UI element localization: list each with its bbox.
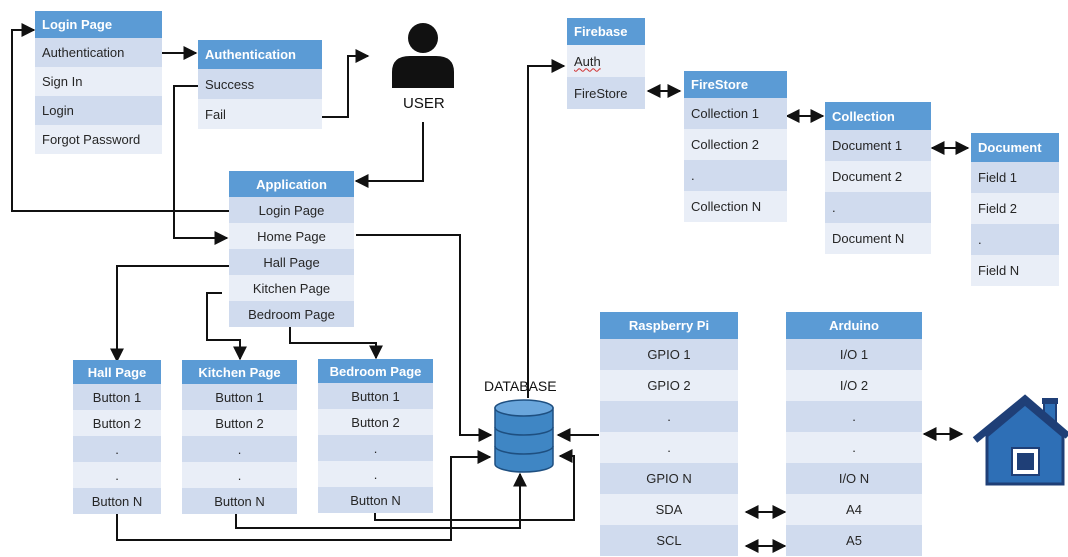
- bedroom-row-button-n: Button N: [318, 487, 433, 513]
- auth-row-success: Success: [198, 69, 322, 99]
- firestore-row-collection-n: Collection N: [684, 191, 787, 222]
- firebase-auth-text: Auth: [574, 53, 601, 69]
- arduino-row-io-2: I/O 2: [786, 370, 922, 401]
- firestore-row-collection-2: Collection 2: [684, 129, 787, 160]
- rpi-row-dot-1: .: [600, 401, 738, 432]
- firestore-row-collection-1: Collection 1: [684, 98, 787, 129]
- authentication-table: Authentication Success Fail: [198, 40, 322, 129]
- arduino-row-io-n: I/O N: [786, 463, 922, 494]
- login-row-forgot-password: Forgot Password: [35, 125, 162, 154]
- connector-fail-to-user: [322, 49, 370, 118]
- user-icon: [388, 20, 458, 90]
- connector-user-to-application: [354, 122, 424, 188]
- bedroom-page-table: Bedroom Page Button 1 Button 2 . . Butto…: [318, 359, 433, 513]
- bedroom-row-button-2: Button 2: [318, 409, 433, 435]
- connector-bedroom-to-database: [374, 449, 575, 521]
- connector-app-kitchen-to-kitchen: [206, 292, 247, 361]
- connector-database-to-firebase: [527, 59, 566, 398]
- connector-app-bedroom-to-bedroom: [289, 327, 383, 360]
- kitchen-row-dot-2: .: [182, 462, 297, 488]
- arduino-row-a5: A5: [786, 525, 922, 556]
- document-row-field-1: Field 1: [971, 162, 1059, 193]
- kitchen-row-dot-1: .: [182, 436, 297, 462]
- rpi-row-dot-2: .: [600, 432, 738, 463]
- rpi-row-gpio-n: GPIO N: [600, 463, 738, 494]
- kitchen-row-button-1: Button 1: [182, 384, 297, 410]
- login-page-table: Login Page Authentication Sign In Login …: [35, 11, 162, 154]
- firestore-row-dot: .: [684, 160, 787, 191]
- firebase-row-auth: Auth: [567, 45, 645, 77]
- kitchen-page-header: Kitchen Page: [182, 360, 297, 384]
- kitchen-page-table: Kitchen Page Button 1 Button 2 . . Butto…: [182, 360, 297, 514]
- hall-row-dot-1: .: [73, 436, 161, 462]
- app-row-login-page: Login Page: [229, 197, 354, 223]
- application-header: Application: [229, 171, 354, 197]
- hall-page-table: Hall Page Button 1 Button 2 . . Button N: [73, 360, 161, 514]
- firebase-table: Firebase Auth FireStore: [567, 18, 645, 109]
- connector-kitchen-to-database: [235, 472, 527, 529]
- login-row-login: Login: [35, 96, 162, 125]
- firestore-table: FireStore Collection 1 Collection 2 . Co…: [684, 71, 787, 222]
- raspberry-pi-header: Raspberry Pi: [600, 312, 738, 339]
- app-row-kitchen-page: Kitchen Page: [229, 275, 354, 301]
- raspberry-pi-table: Raspberry Pi GPIO 1 GPIO 2 . . GPIO N SD…: [600, 312, 738, 556]
- arduino-header: Arduino: [786, 312, 922, 339]
- rpi-row-scl: SCL: [600, 525, 738, 556]
- arduino-row-dot-2: .: [786, 432, 922, 463]
- auth-row-fail: Fail: [198, 99, 322, 129]
- firebase-header: Firebase: [567, 18, 645, 45]
- login-row-sign-in: Sign In: [35, 67, 162, 96]
- authentication-header: Authentication: [198, 40, 322, 69]
- kitchen-row-button-2: Button 2: [182, 410, 297, 436]
- hall-page-header: Hall Page: [73, 360, 161, 384]
- arduino-row-a4: A4: [786, 494, 922, 525]
- app-row-hall-page: Hall Page: [229, 249, 354, 275]
- application-table: Application Login Page Home Page Hall Pa…: [229, 171, 354, 327]
- document-row-field-n: Field N: [971, 255, 1059, 286]
- bedroom-page-header: Bedroom Page: [318, 359, 433, 383]
- hall-row-button-n: Button N: [73, 488, 161, 514]
- login-row-authentication: Authentication: [35, 38, 162, 67]
- arduino-row-io-1: I/O 1: [786, 339, 922, 370]
- document-row-dot: .: [971, 224, 1059, 255]
- hall-row-dot-2: .: [73, 462, 161, 488]
- rpi-row-gpio-2: GPIO 2: [600, 370, 738, 401]
- house-icon: [970, 392, 1068, 488]
- hall-row-button-1: Button 1: [73, 384, 161, 410]
- connector-hall-to-database: [116, 450, 492, 541]
- kitchen-row-button-n: Button N: [182, 488, 297, 514]
- bedroom-row-dot-1: .: [318, 435, 433, 461]
- bedroom-row-dot-2: .: [318, 461, 433, 487]
- connector-home-to-database: [356, 234, 493, 442]
- login-page-header: Login Page: [35, 11, 162, 38]
- hall-row-button-2: Button 2: [73, 410, 161, 436]
- document-table: Document Field 1 Field 2 . Field N: [971, 133, 1059, 286]
- collection-row-document-2: Document 2: [825, 161, 931, 192]
- database-label: DATABASE: [484, 378, 557, 394]
- collection-row-document-1: Document 1: [825, 130, 931, 161]
- rpi-row-gpio-1: GPIO 1: [600, 339, 738, 370]
- connector-success-to-home: [173, 85, 229, 245]
- firebase-row-firestore: FireStore: [567, 77, 645, 109]
- document-row-field-2: Field 2: [971, 193, 1059, 224]
- user-label: USER: [403, 95, 445, 112]
- firestore-header: FireStore: [684, 71, 787, 98]
- app-row-home-page: Home Page: [229, 223, 354, 249]
- collection-header: Collection: [825, 102, 931, 130]
- collection-table: Collection Document 1 Document 2 . Docum…: [825, 102, 931, 254]
- collection-row-document-n: Document N: [825, 223, 931, 254]
- bedroom-row-button-1: Button 1: [318, 383, 433, 409]
- arduino-row-dot-1: .: [786, 401, 922, 432]
- app-row-bedroom-page: Bedroom Page: [229, 301, 354, 327]
- arduino-table: Arduino I/O 1 I/O 2 . . I/O N A4 A5: [786, 312, 922, 556]
- rpi-row-sda: SDA: [600, 494, 738, 525]
- collection-row-dot: .: [825, 192, 931, 223]
- connector-app-hall-to-hall: [110, 265, 229, 363]
- connector-app-login-to-login: [11, 23, 229, 212]
- document-header: Document: [971, 133, 1059, 162]
- database-icon: [492, 398, 556, 474]
